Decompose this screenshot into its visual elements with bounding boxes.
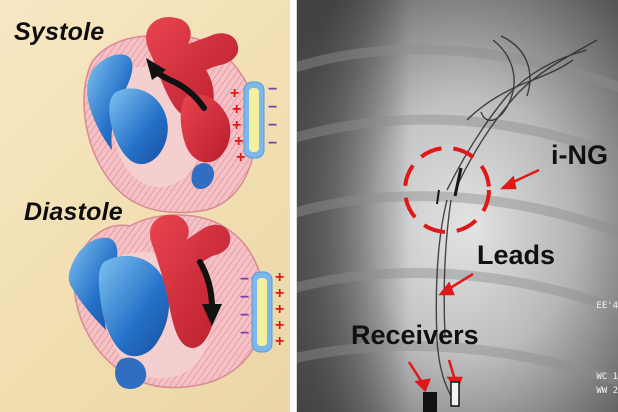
diastole-plus-3: + <box>275 301 284 318</box>
xray-corner-text-2: WC 1 <box>596 372 618 382</box>
diastole-plus-2: + <box>275 285 284 302</box>
systole-label: Systole <box>14 18 104 47</box>
diastole-plus-1: + <box>275 269 284 286</box>
xray-panel: i-NG Leads Receivers EE'4 WC 1 WW 2 <box>296 0 618 412</box>
diastole-generator-film <box>257 278 267 346</box>
systole-generator-film <box>249 88 259 152</box>
diastole-label: Diastole <box>24 198 123 227</box>
xray-corner-text-1: EE'4 <box>596 301 618 311</box>
leads-label: Leads <box>477 240 555 271</box>
diastole-minus-1: − <box>240 271 249 288</box>
diastole-minus-2: − <box>240 289 249 306</box>
systole-minus-2: − <box>268 99 277 116</box>
receiver-1 <box>423 392 437 412</box>
systole-plus-1: + <box>230 85 239 102</box>
systole-minus-4: − <box>268 135 277 152</box>
systole-plus-5: + <box>236 149 245 166</box>
ing-label: i-NG <box>551 140 608 171</box>
systole-plus-2: + <box>232 101 241 118</box>
diastole-minus-3: − <box>240 307 249 324</box>
diastole-plus-5: + <box>275 333 284 350</box>
systole-minus-3: − <box>268 117 277 134</box>
receiver-2 <box>451 382 459 406</box>
systole-minus-1: − <box>268 81 277 98</box>
heart-diagram-panel: + + + + + − − − − − − − − + + + + + Syst… <box>0 0 290 412</box>
diastole-minus-4: − <box>240 325 249 342</box>
diastole-plus-4: + <box>275 317 284 334</box>
systole-plus-4: + <box>234 133 243 150</box>
systole-plus-3: + <box>232 117 241 134</box>
receivers-label: Receivers <box>351 320 479 351</box>
xray-corner-text-3: WW 2 <box>596 386 618 396</box>
